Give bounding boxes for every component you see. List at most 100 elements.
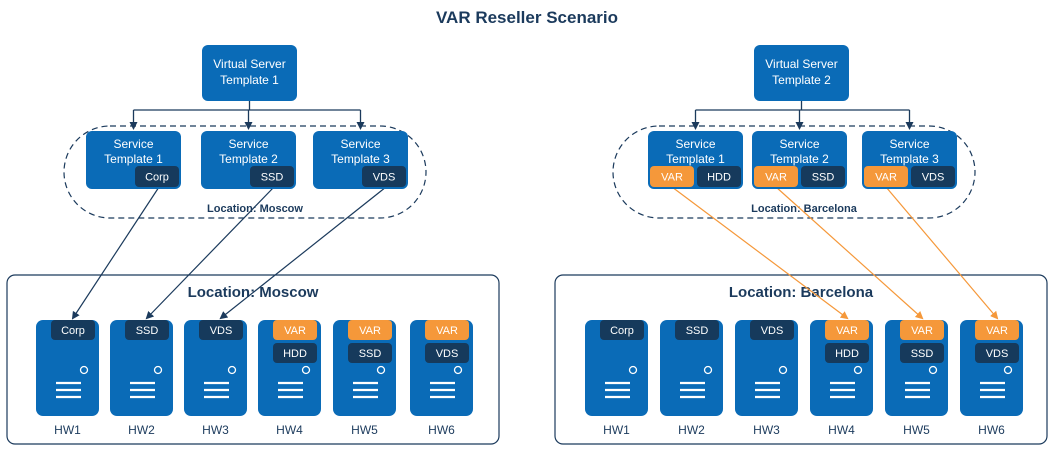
server-led-icon bbox=[1003, 365, 1013, 375]
service-line1: Service bbox=[889, 137, 929, 151]
service-tag-ssd-bg bbox=[801, 166, 845, 187]
assignment-arrow bbox=[71, 186, 160, 320]
server-led-icon bbox=[79, 365, 89, 375]
hardware-tag-var-bg bbox=[273, 320, 317, 340]
hardware-tag-var-bg bbox=[900, 320, 944, 340]
diagram-title: VAR Reseller Scenario bbox=[436, 8, 618, 27]
service-tag-ssd-bg bbox=[250, 166, 294, 187]
location-label: Location: Barcelona bbox=[729, 284, 874, 301]
hardware-tag-vds: VDS bbox=[986, 348, 1009, 360]
hardware-tag-var-bg bbox=[825, 320, 869, 340]
server-led-icon bbox=[703, 365, 713, 375]
hardware-tag-ssd-bg bbox=[348, 343, 392, 363]
hardware-tag-ssd: SSD bbox=[686, 325, 709, 337]
service-line2: Template 2 bbox=[770, 152, 829, 166]
service-line2: Template 1 bbox=[666, 152, 725, 166]
service-line1: Service bbox=[340, 137, 380, 151]
service-tag-vds-bg bbox=[911, 166, 955, 187]
hardware-name: HW3 bbox=[753, 423, 780, 437]
service-line2: Template 3 bbox=[880, 152, 939, 166]
server-led-icon bbox=[453, 365, 463, 375]
service-line1: Service bbox=[113, 137, 153, 151]
service-tag-hdd: HDD bbox=[707, 172, 731, 184]
hardware-tag-vds: VDS bbox=[210, 325, 233, 337]
service-tag-corp-bg bbox=[135, 166, 179, 187]
hardware-server-icon bbox=[110, 320, 173, 416]
hardware-tag-vds-bg bbox=[975, 343, 1019, 363]
hardware-tag-corp-bg bbox=[51, 320, 95, 340]
hardware-tag-vds-bg bbox=[750, 320, 794, 340]
hardware-tag-corp-bg bbox=[600, 320, 644, 340]
service-tag-vds-bg bbox=[362, 166, 406, 187]
vst-line2: Template 1 bbox=[220, 73, 279, 87]
hardware-name: HW5 bbox=[903, 423, 930, 437]
location-frame bbox=[554, 274, 1048, 445]
server-led-icon bbox=[628, 365, 638, 375]
hardware-tag-vds: VDS bbox=[436, 348, 459, 360]
hardware-tag-ssd: SSD bbox=[359, 348, 382, 360]
assignment-arrow bbox=[671, 186, 849, 320]
service-tag-var-bg bbox=[650, 166, 694, 187]
location-frame bbox=[6, 274, 500, 445]
service-group-label: Location: Moscow bbox=[207, 203, 303, 215]
service-tag-var-bg bbox=[754, 166, 798, 187]
service-tag-corp: Corp bbox=[145, 172, 169, 184]
hardware-name: HW6 bbox=[978, 423, 1005, 437]
hardware-name: HW6 bbox=[428, 423, 455, 437]
hardware-server-icon bbox=[36, 320, 99, 416]
server-led-icon bbox=[928, 365, 938, 375]
assignment-arrow bbox=[885, 186, 999, 320]
hardware-tag-vds-bg bbox=[199, 320, 243, 340]
service-tag-vds: VDS bbox=[373, 172, 396, 184]
hardware-server-icon bbox=[735, 320, 798, 416]
service-tag-var: VAR bbox=[765, 172, 787, 184]
assignment-arrow bbox=[219, 186, 387, 320]
service-tag-ssd: SSD bbox=[812, 172, 835, 184]
hardware-server-icon bbox=[585, 320, 648, 416]
service-tag-var-bg bbox=[864, 166, 908, 187]
hardware-tag-corp: Corp bbox=[61, 325, 85, 337]
hardware-tag-ssd-bg bbox=[900, 343, 944, 363]
vst-line2: Template 2 bbox=[772, 73, 831, 87]
assignment-arrow bbox=[145, 186, 275, 320]
virtual-server-template-box bbox=[754, 45, 849, 101]
hardware-tag-hdd: HDD bbox=[283, 348, 307, 360]
hardware-tag-hdd-bg bbox=[273, 343, 317, 363]
hardware-tag-var: VAR bbox=[436, 325, 458, 337]
hardware-tag-ssd: SSD bbox=[136, 325, 159, 337]
service-line2: Template 2 bbox=[219, 152, 278, 166]
server-led-icon bbox=[778, 365, 788, 375]
service-tag-vds: VDS bbox=[922, 172, 945, 184]
hardware-name: HW1 bbox=[54, 423, 81, 437]
hardware-tag-var: VAR bbox=[986, 325, 1008, 337]
hardware-tag-ssd-bg bbox=[675, 320, 719, 340]
hardware-tag-var: VAR bbox=[911, 325, 933, 337]
service-tag-ssd: SSD bbox=[261, 172, 284, 184]
service-line1: Service bbox=[779, 137, 819, 151]
hardware-tag-var-bg bbox=[425, 320, 469, 340]
server-led-icon bbox=[853, 365, 863, 375]
hardware-tag-ssd-bg bbox=[125, 320, 169, 340]
service-line1: Service bbox=[228, 137, 268, 151]
hardware-name: HW4 bbox=[276, 423, 303, 437]
vst-line1: Virtual Server bbox=[213, 57, 285, 71]
service-line2: Template 3 bbox=[331, 152, 390, 166]
server-led-icon bbox=[301, 365, 311, 375]
server-led-icon bbox=[153, 365, 163, 375]
service-group-label: Location: Barcelona bbox=[751, 203, 858, 215]
hardware-tag-var: VAR bbox=[284, 325, 306, 337]
hardware-tag-vds: VDS bbox=[761, 325, 784, 337]
service-line1: Service bbox=[675, 137, 715, 151]
hardware-name: HW1 bbox=[603, 423, 630, 437]
service-line2: Template 1 bbox=[104, 152, 163, 166]
hardware-tag-hdd-bg bbox=[825, 343, 869, 363]
hardware-tag-ssd: SSD bbox=[911, 348, 934, 360]
hardware-tag-var-bg bbox=[975, 320, 1019, 340]
service-tag-var: VAR bbox=[661, 172, 683, 184]
hardware-tag-var: VAR bbox=[359, 325, 381, 337]
hardware-tag-var: VAR bbox=[836, 325, 858, 337]
hardware-server-icon bbox=[184, 320, 247, 416]
hardware-tag-vds-bg bbox=[425, 343, 469, 363]
hardware-name: HW2 bbox=[128, 423, 155, 437]
